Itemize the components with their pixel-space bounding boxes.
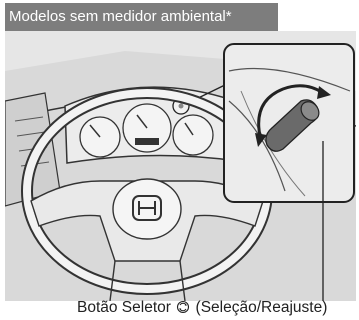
caption-prefix: Botão Seletor — [77, 299, 176, 316]
steering-wheel-illustration — [5, 31, 356, 301]
dashboard-illustration — [5, 31, 356, 301]
selector-knob-icon — [177, 300, 190, 314]
section-header-title: Modelos sem medidor ambiental* — [9, 8, 232, 25]
caption-suffix: (Seleção/Reajuste) — [191, 299, 328, 316]
manual-figure: Modelos sem medidor ambiental* — [5, 0, 356, 318]
section-header: Modelos sem medidor ambiental* — [5, 3, 278, 31]
selector-knob-caption: Botão Seletor (Seleção/Reajuste) — [77, 297, 359, 319]
